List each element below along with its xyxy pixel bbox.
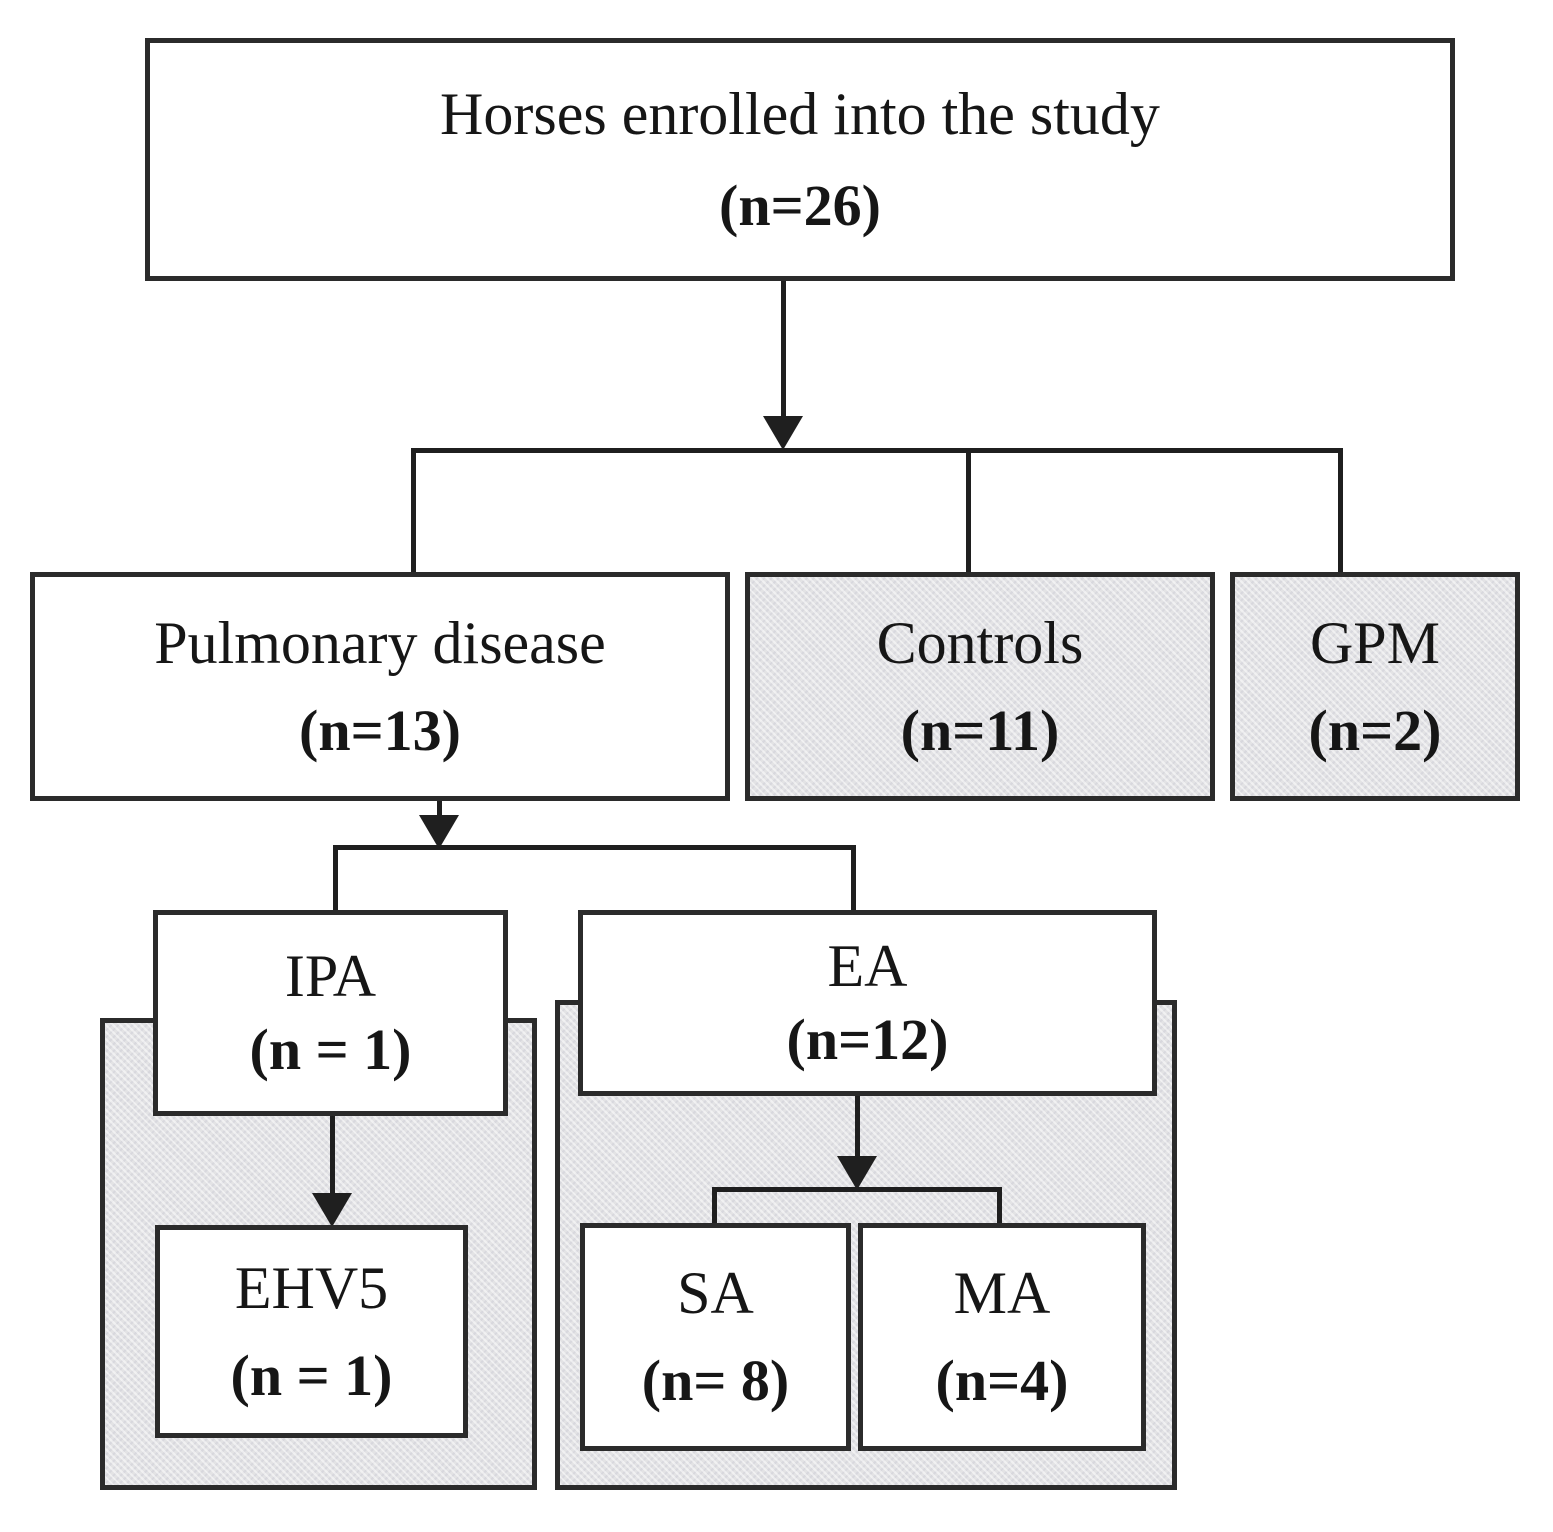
node-horses-enrolled-label: Horses enrolled into the study bbox=[440, 80, 1160, 147]
down-arrowhead-ipa bbox=[312, 1193, 352, 1227]
connector-sa-ma-rail bbox=[712, 1187, 1002, 1192]
node-sa: SA (n= 8) bbox=[580, 1223, 851, 1451]
node-ea-count: (n=12) bbox=[786, 1007, 949, 1073]
connector-root-stem bbox=[781, 280, 786, 420]
node-ma-label: MA bbox=[953, 1260, 1051, 1327]
node-controls-label: Controls bbox=[876, 609, 1084, 676]
connector-drop-ma bbox=[997, 1187, 1002, 1225]
node-horses-enrolled-count: (n=26) bbox=[719, 172, 881, 238]
connector-drop-gpm bbox=[1338, 448, 1343, 572]
connector-ea-stem bbox=[855, 1095, 860, 1157]
node-sa-count: (n= 8) bbox=[641, 1348, 790, 1414]
down-arrowhead-pulmonary bbox=[419, 815, 459, 849]
down-arrowhead-ea bbox=[837, 1156, 877, 1190]
node-ma: MA (n=4) bbox=[858, 1223, 1146, 1451]
node-ehv5-label: EHV5 bbox=[234, 1254, 389, 1321]
node-gpm-label: GPM bbox=[1309, 609, 1441, 676]
node-gpm: GPM (n=2) bbox=[1230, 572, 1520, 801]
connector-ipa-ea-rail bbox=[333, 845, 856, 850]
node-ipa-count: (n = 1) bbox=[249, 1017, 412, 1083]
node-pulmonary-disease-label: Pulmonary disease bbox=[154, 609, 606, 676]
node-pulmonary-disease: Pulmonary disease (n=13) bbox=[30, 572, 730, 801]
connector-drop-pulmonary bbox=[411, 448, 416, 572]
connector-row2-rail bbox=[411, 448, 1343, 453]
node-ipa-label: IPA bbox=[284, 943, 377, 1010]
connector-drop-controls bbox=[966, 448, 971, 572]
connector-ipa-stem bbox=[330, 1115, 335, 1195]
node-controls-count: (n=11) bbox=[900, 697, 1060, 763]
connector-pulmonary-stem bbox=[437, 800, 442, 818]
connector-drop-ipa bbox=[333, 845, 338, 912]
node-pulmonary-disease-count: (n=13) bbox=[299, 697, 461, 763]
node-ehv5: EHV5 (n = 1) bbox=[155, 1225, 468, 1438]
node-sa-label: SA bbox=[677, 1260, 754, 1327]
connector-drop-sa bbox=[712, 1187, 717, 1225]
node-ipa: IPA (n = 1) bbox=[153, 910, 508, 1116]
node-controls: Controls (n=11) bbox=[745, 572, 1215, 801]
node-ea-label: EA bbox=[827, 933, 908, 1000]
node-gpm-count: (n=2) bbox=[1308, 697, 1442, 763]
connector-drop-ea bbox=[851, 845, 856, 912]
node-horses-enrolled: Horses enrolled into the study (n=26) bbox=[145, 38, 1455, 281]
node-ehv5-count: (n = 1) bbox=[230, 1342, 393, 1408]
node-ma-count: (n=4) bbox=[935, 1348, 1069, 1414]
down-arrowhead-root bbox=[763, 416, 803, 450]
node-ea: EA (n=12) bbox=[578, 910, 1157, 1096]
